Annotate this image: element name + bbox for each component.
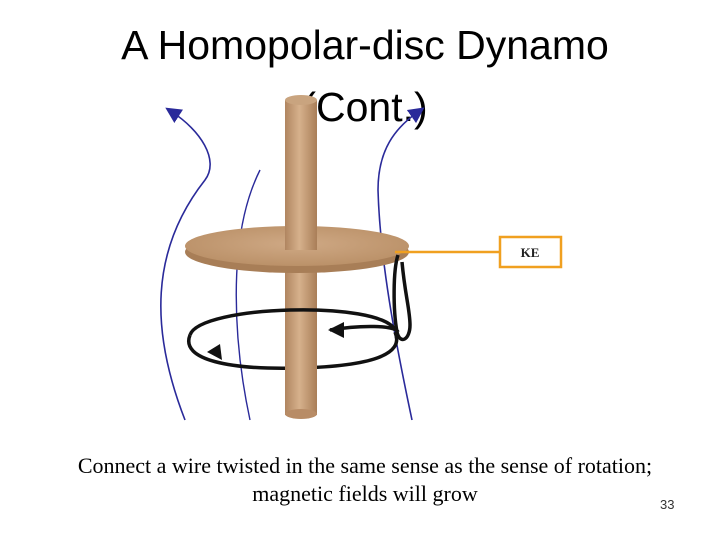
rotation-arrow-icon: [328, 322, 344, 338]
axle-bottom-cap: [285, 409, 317, 419]
brush-wire: [392, 254, 412, 342]
field-line-left-inner: [235, 169, 261, 421]
axle-over-coil: [285, 355, 317, 375]
slide-title-line2: (Cont.): [302, 84, 428, 130]
axle-top-cap: [285, 95, 317, 105]
ke-label: KE: [521, 245, 540, 260]
slide-number: 33: [660, 497, 675, 512]
coil-back: [188, 308, 397, 336]
caption: Connect a wire twisted in the same sense…: [40, 452, 690, 508]
ke-box: [498, 235, 563, 269]
caption-line2: magnetic fields will grow: [252, 481, 478, 506]
slide-title: A Homopolar-disc Dynamo (Cont.): [0, 14, 720, 138]
rotation-arrow-icon: [207, 344, 222, 360]
caption-line1: Connect a wire twisted in the same sense…: [77, 453, 653, 478]
field-line-right-outer: [377, 107, 425, 421]
field-line-left-outer: [160, 107, 211, 421]
axle-lower: [285, 255, 317, 415]
axle-upper: [285, 100, 317, 250]
slide-title-line1: A Homopolar-disc Dynamo: [121, 22, 609, 68]
